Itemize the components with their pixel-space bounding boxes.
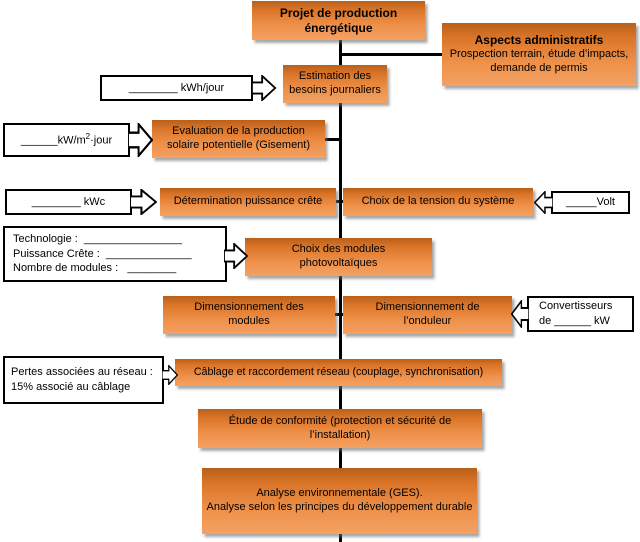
node-tension-label: Choix de la tension du système xyxy=(361,195,515,208)
arrow-right-icon xyxy=(251,75,277,101)
callout-kw-m2-post: ·jour xyxy=(90,134,113,147)
callout-tech-line3: Nombre de modules : ________ xyxy=(13,262,177,275)
callout-kwh-jour: ________ kWh/jour xyxy=(100,75,253,101)
node-estimation-besoins: Estimation des besoins journaliers xyxy=(283,65,387,103)
callout-volt-label: _____Volt xyxy=(566,196,615,209)
node-determination-puissance: Détermination puissance crête xyxy=(160,188,336,216)
callout-pertes-line1: Pertes associées au réseau : xyxy=(11,366,153,379)
node-projet-label: Projet de production énergétique xyxy=(279,5,398,35)
node-evaluation-production: Evaluation de la production solaire pote… xyxy=(152,120,325,158)
connector-spine-stub xyxy=(339,530,342,542)
node-analyse-line2: Analyse selon les principes du développe… xyxy=(206,501,473,513)
node-dimensionnement-onduleur: Dimensionnement de l’onduleur xyxy=(343,296,512,334)
callout-kwc-label: ________ kWc xyxy=(31,195,106,208)
callout-volt: _____Volt xyxy=(551,191,630,214)
arrow-left-icon xyxy=(511,300,529,328)
callout-kw-m2-jour: ______kW/m2·jour xyxy=(3,123,130,157)
arrow-right-icon xyxy=(130,189,157,215)
node-aspects-body: Prospection terrain, étude d’impacts, de… xyxy=(449,48,629,74)
node-dim-onduleur-label: Dimensionnement de l’onduleur xyxy=(375,301,480,327)
node-choix-modules-label: Choix des modules photovoltaïques xyxy=(291,243,386,269)
callout-kwh-jour-label: ________ kWh/jour xyxy=(128,81,225,94)
connector-aspects xyxy=(340,53,443,56)
arrow-left-icon xyxy=(534,191,553,214)
callout-kw-m2-sup: 2 xyxy=(85,131,91,141)
node-aspects-title: Aspects administratifs xyxy=(474,33,604,48)
node-evaluation-label: Evaluation de la production solaire pote… xyxy=(166,125,311,151)
callout-conv-line1: Convertisseurs xyxy=(539,300,613,313)
callout-kw-m2-pre: ______kW/m xyxy=(20,134,86,147)
node-estimation-label: Estimation des besoins journaliers xyxy=(289,70,381,96)
node-dimensionnement-modules: Dimensionnement des modules xyxy=(163,296,335,334)
node-determination-label: Détermination puissance crête xyxy=(173,195,323,208)
callout-tech-line1: Technologie : ________________ xyxy=(13,232,182,245)
node-aspects-administratifs: Aspects administratifs Prospection terra… xyxy=(442,23,636,86)
node-conformite-label: Étude de conformité (protection et sécur… xyxy=(228,414,452,441)
callout-conv-line2: de ______ kW xyxy=(539,315,610,327)
callout-pertes-reseau: Pertes associées au réseau : 15% associé… xyxy=(3,356,164,404)
callout-technologie: Technologie : ________________ Puissance… xyxy=(3,226,227,282)
node-analyse-environnementale: Analyse environnementale (GES). Analyse … xyxy=(202,468,477,534)
node-dim-modules-label: Dimensionnement des modules xyxy=(194,301,304,327)
arrow-right-icon xyxy=(162,365,178,385)
node-projet: Projet de production énergétique xyxy=(252,1,425,40)
callout-tech-line2: Puissance Crête : ______________ xyxy=(13,247,192,260)
connector-evaluation xyxy=(324,138,342,141)
arrow-right-icon xyxy=(224,243,248,269)
callout-convertisseurs: Convertisseurs de ______ kW xyxy=(527,296,634,332)
connector-row-tension xyxy=(333,200,345,203)
node-cablage-raccordement: Câblage et raccordement réseau (couplage… xyxy=(175,359,502,386)
connector-row-onduleur xyxy=(333,313,345,316)
arrow-right-icon xyxy=(128,123,153,157)
callout-kwc: ________ kWc xyxy=(5,189,132,215)
node-cablage-label: Câblage et raccordement réseau (couplage… xyxy=(193,365,484,378)
callout-pertes-line2: 15% associé au câblage xyxy=(11,381,131,393)
node-choix-modules: Choix des modules photovoltaïques xyxy=(245,238,432,276)
node-etude-conformite: Étude de conformité (protection et sécur… xyxy=(198,409,482,448)
node-analyse-line1: Analyse environnementale (GES). xyxy=(256,487,423,500)
callout-kw-m2-jour-label: ______kW/m2·jour xyxy=(21,132,112,149)
node-choix-tension: Choix de la tension du système xyxy=(343,188,533,216)
